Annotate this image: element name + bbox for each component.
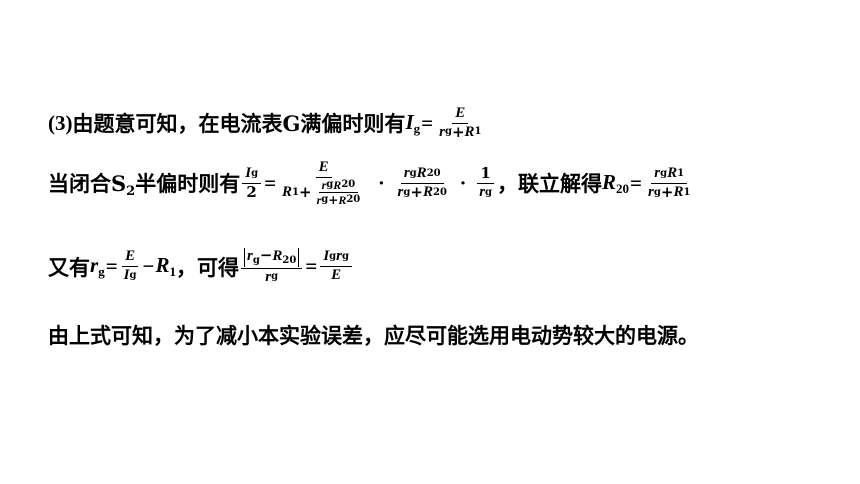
part-label: (3) — [48, 110, 73, 135]
var-r: rg — [90, 253, 105, 280]
line-4: 由上式可知，为了减小本实验误差，应尽可能选用电动势较大的电源。 — [48, 320, 699, 350]
line2-text3: ，联立解得 — [497, 171, 603, 197]
var-R20: R20 — [602, 169, 630, 196]
line2-text: 当闭合S2半偏时则有 — [48, 170, 241, 199]
line1-text: 由题意可知，在电流表G满偏时则有 — [72, 111, 406, 137]
var-I: Ig — [405, 109, 421, 136]
line3-text2: ，可得 — [175, 254, 239, 280]
var-R1: R1 — [155, 253, 176, 280]
line3-text: 又有 — [48, 254, 90, 280]
line4-text: 由上式可知，为了减小本实验误差，应尽可能选用电动势较大的电源。 — [48, 323, 699, 348]
